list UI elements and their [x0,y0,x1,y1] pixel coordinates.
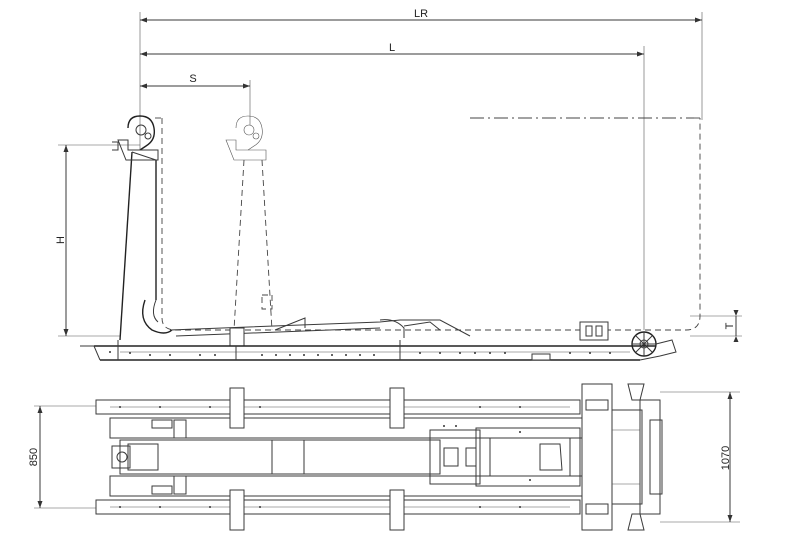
dimension-t: T [690,310,742,342]
rear-roller [631,331,677,357]
dimension-t-label: T [724,322,736,329]
dimension-s: S [140,73,251,125]
dimension-h: H [55,144,140,337]
dimension-lr-label: LR [414,8,428,20]
dimension-1070-label: 1070 [720,446,732,470]
hook-front [112,115,159,161]
dimension-h-label: H [55,236,67,244]
dimension-1070: 1070 [660,391,740,523]
dimension-l-label: L [389,42,395,54]
plan-rivets [119,406,531,508]
dimension-850-label: 850 [28,448,40,466]
side-view [80,115,702,361]
plan-view: 850 1070 [28,383,740,531]
dimension-s-label: S [189,73,196,85]
hook-rear [225,115,273,331]
dimension-lr: LR [139,8,703,150]
dimension-l: L [140,42,645,330]
chassis-rivets [109,351,611,356]
dimension-850: 850 [28,405,96,509]
